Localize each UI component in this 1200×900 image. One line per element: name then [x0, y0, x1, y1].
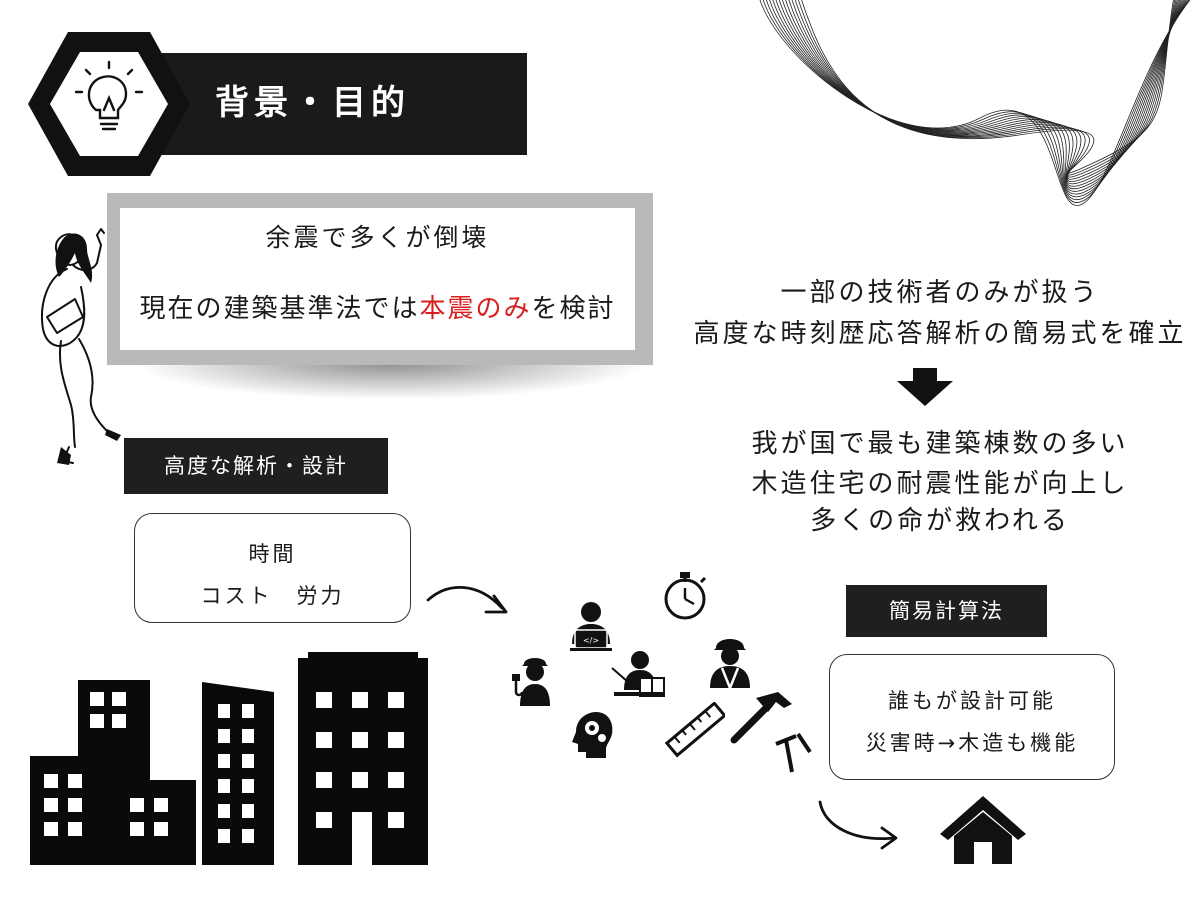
building-window	[388, 732, 404, 748]
buildings-icon	[30, 652, 428, 865]
result-line3: 多くの命が救われる	[810, 506, 1070, 536]
building-window	[242, 804, 254, 818]
result-line2: 木造住宅の耐震性能が向上し	[751, 469, 1129, 499]
cost-item-labor: コスト 労力	[200, 584, 345, 608]
wave-line	[759, 0, 1191, 206]
building-window	[154, 822, 168, 836]
building-window	[352, 812, 372, 865]
cost-item-time: 時間	[248, 542, 297, 566]
building-window	[44, 822, 58, 836]
ruler-icon	[665, 702, 725, 758]
svg-text:</>: </>	[583, 636, 599, 645]
building-window	[90, 714, 104, 728]
wave-line	[794, 0, 1177, 178]
building-window	[218, 779, 230, 793]
programmer-icon: </>	[570, 602, 612, 651]
box-shadow	[130, 362, 650, 400]
wave-line	[769, 0, 1187, 198]
cost-box: 時間 コスト 労力	[134, 513, 411, 623]
building-window	[218, 729, 230, 743]
building-window	[154, 798, 168, 812]
problem-line1: 余震で多くが倒壊	[265, 223, 490, 252]
wave-line	[775, 0, 1184, 192]
building-window	[68, 798, 82, 812]
benefit-item-design: 誰もが設計可能	[888, 689, 1056, 713]
building-window	[242, 754, 254, 768]
problem-line2: 現在の建築基準法では本震のみを検討	[120, 288, 635, 325]
goal-line1: 一部の技術者のみが扱う	[780, 278, 1100, 308]
building-window	[130, 822, 144, 836]
building-window	[388, 692, 404, 708]
building-window	[68, 822, 82, 836]
brain-gear-icon	[572, 712, 613, 758]
stopwatch-icon	[664, 572, 707, 620]
building-window	[388, 812, 404, 828]
building-window	[218, 754, 230, 768]
building-window	[68, 774, 82, 788]
nail-puller-icon	[775, 732, 812, 773]
building-window	[316, 772, 332, 788]
building-window	[352, 732, 368, 748]
wave-line	[772, 0, 1186, 195]
hexagon-badge	[28, 32, 190, 176]
problem-line2-before: 現在の建築基準法では	[139, 294, 420, 324]
building-window	[112, 714, 126, 728]
woman-illustration	[41, 228, 121, 465]
building-window	[130, 798, 144, 812]
wave-line	[778, 0, 1183, 190]
building-window	[388, 772, 404, 788]
building-window	[44, 798, 58, 812]
curved-arrow-icon	[818, 800, 898, 850]
wave-line	[801, 0, 1174, 174]
building-window	[44, 774, 58, 788]
problem-line2-after: を検討	[531, 294, 616, 324]
building-window	[316, 812, 332, 828]
simple-method-label: 簡易計算法	[846, 585, 1047, 637]
down-arrow-icon	[897, 368, 953, 406]
engineer-icon	[512, 658, 550, 706]
building-window	[218, 704, 230, 718]
building-window	[242, 729, 254, 743]
building-window	[316, 732, 332, 748]
building-window	[242, 779, 254, 793]
hammer-icon	[730, 692, 792, 744]
goal-line2: 高度な時刻歴応答解析の簡易式を確立	[693, 319, 1187, 349]
benefit-box: 誰もが設計可能 災害時→木造も機能	[829, 654, 1115, 780]
building-window	[316, 692, 332, 708]
building-window	[112, 692, 126, 706]
wave-line	[791, 0, 1178, 180]
benefit-item-disaster: 災害時→木造も機能	[865, 731, 1079, 755]
building-window	[90, 692, 104, 706]
problem-box	[120, 208, 635, 350]
building-window	[242, 704, 254, 718]
wave-line	[766, 0, 1188, 201]
wave-lines	[759, 0, 1191, 206]
building-window	[352, 692, 368, 708]
problem-highlight: 本震のみ	[419, 294, 532, 324]
building-window	[352, 772, 368, 788]
wave-line	[798, 0, 1176, 176]
wave-line	[762, 0, 1190, 203]
result-line1: 我が国で最も建築棟数の多い	[751, 429, 1129, 459]
curved-arrow-icon	[426, 586, 508, 614]
page-title: 背景・目的	[215, 83, 410, 123]
building-window	[218, 804, 230, 818]
analysis-label: 高度な解析・設計	[124, 438, 388, 494]
building-window	[218, 829, 230, 843]
lightbulb-icon	[74, 60, 144, 131]
building-window	[242, 829, 254, 843]
teacher-icon	[611, 651, 665, 697]
house-icon	[940, 796, 1026, 864]
worker-icon	[710, 639, 750, 690]
